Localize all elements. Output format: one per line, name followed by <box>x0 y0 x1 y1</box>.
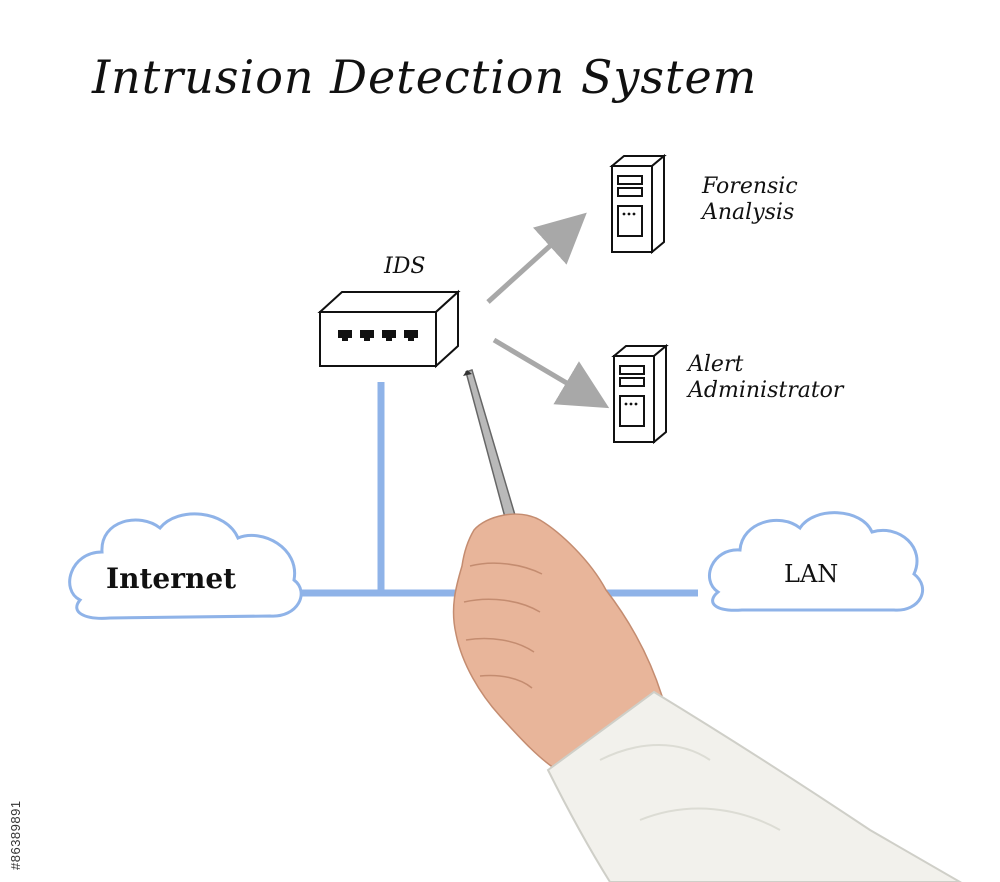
lan-cloud-icon <box>708 511 925 612</box>
lan-label: LAN <box>784 560 839 588</box>
hand-icon <box>452 513 663 773</box>
ids-switch-icon <box>317 289 461 369</box>
arrow-to-alert <box>492 337 610 409</box>
alert-administrator-label: Alert Administrator <box>688 352 843 404</box>
forensic-analysis-label: Forensic Analysis <box>702 174 798 226</box>
internet-cloud-icon <box>68 512 303 620</box>
pen-icon <box>463 369 521 538</box>
forensic-server-icon <box>609 153 667 255</box>
stock-watermark: #86389891 <box>8 800 23 870</box>
alert-label-line1: Alert <box>688 352 744 377</box>
alert-server-icon <box>611 343 669 445</box>
ids-label: IDS <box>384 254 426 279</box>
diagram-title: Intrusion Detection System <box>92 50 758 104</box>
forensic-label-line2: Analysis <box>702 200 795 225</box>
arrow-to-forensic <box>486 212 587 304</box>
sleeve-icon <box>546 690 962 882</box>
ids-port-icons <box>338 330 418 341</box>
forensic-label-line1: Forensic <box>702 174 798 199</box>
alert-label-line2: Administrator <box>688 378 844 403</box>
internet-label: Internet <box>106 562 237 595</box>
